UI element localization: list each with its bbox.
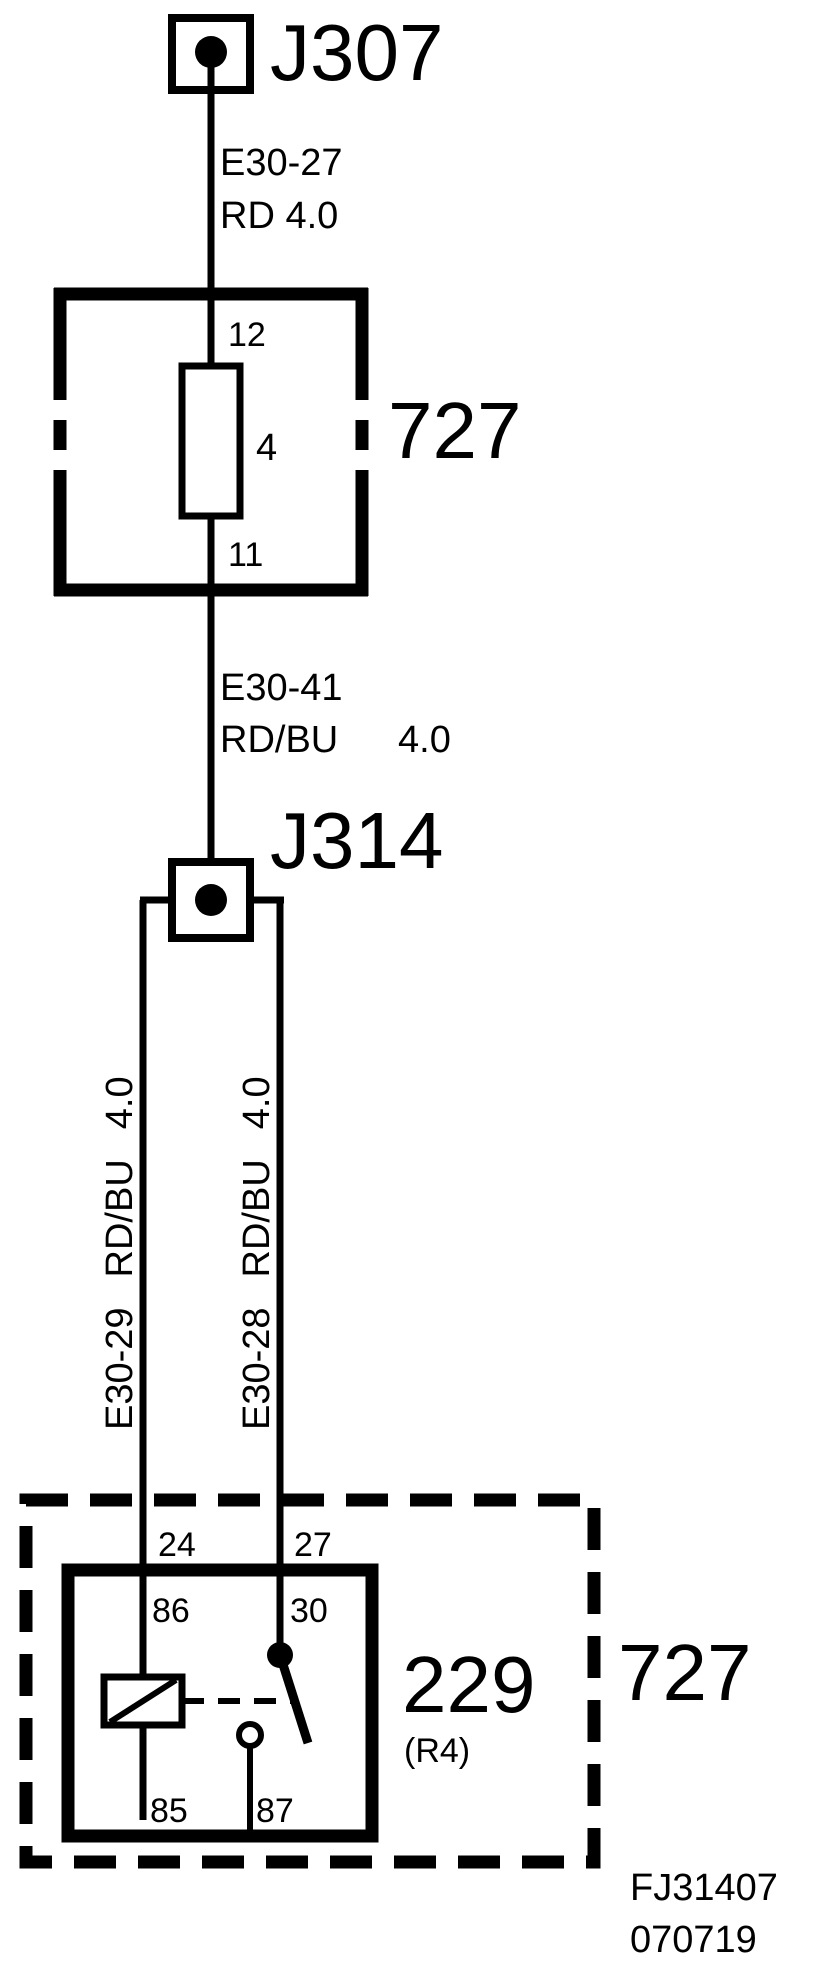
relay-switch-arm-icon: [275, 1653, 313, 1745]
relay-pin-85: 85: [150, 1792, 188, 1830]
wire-e30-27-id: E30-27: [220, 142, 343, 184]
wire-e30-28-label: E30-28 RD/BU 4.0: [236, 1076, 278, 1430]
wire-e30-29-color: RD/BU: [99, 1159, 141, 1277]
relay-pin-87: 87: [256, 1792, 294, 1830]
relay-box-pin-24: 24: [158, 1526, 196, 1564]
relay-box-pin-27: 27: [294, 1526, 332, 1564]
wire-e30-29-size: 4.0: [99, 1076, 141, 1129]
wire-e30-28-size: 4.0: [236, 1076, 278, 1129]
connector-j314-label: J314: [270, 796, 443, 885]
wire-e30-29-label: E30-29 RD/BU 4.0: [99, 1076, 141, 1430]
connector-j314-pin: [195, 884, 227, 916]
wire-e30-41-size: 4.0: [398, 719, 451, 761]
relay-number: 229: [402, 1640, 535, 1729]
fuse-box-label: 727: [388, 386, 521, 475]
wire-e30-28-color: RD/BU: [236, 1159, 278, 1277]
connector-j307-label: J307: [270, 8, 443, 97]
relay-229: [61, 1563, 379, 1843]
wire-e30-29-id: E30-29: [99, 1307, 141, 1430]
fuse-pin-out: 11: [228, 536, 263, 574]
fuse-number: 4: [256, 427, 277, 469]
wire-e30-28-id: E30-28: [236, 1307, 278, 1430]
relay-contact-87-icon: [236, 1721, 264, 1749]
fuse-element: [178, 362, 244, 520]
wire-e30-41-color: RD/BU: [220, 719, 338, 761]
wire-e30-27-spec: RD 4.0: [220, 195, 338, 237]
relay-pin-30: 30: [290, 1592, 328, 1630]
footer-date: 070719: [630, 1919, 757, 1961]
relay-sub-label: (R4): [404, 1732, 470, 1770]
wire-e30-41-id: E30-41: [220, 667, 343, 709]
relay-box-label: 727: [618, 1628, 751, 1717]
relay-coil-slash: [108, 1677, 178, 1725]
footer-code: FJ31407: [630, 1867, 778, 1909]
relay-box-727: [19, 1493, 601, 1869]
relay-pin-86: 86: [152, 1592, 190, 1630]
fuse-pin-in: 12: [228, 316, 266, 354]
